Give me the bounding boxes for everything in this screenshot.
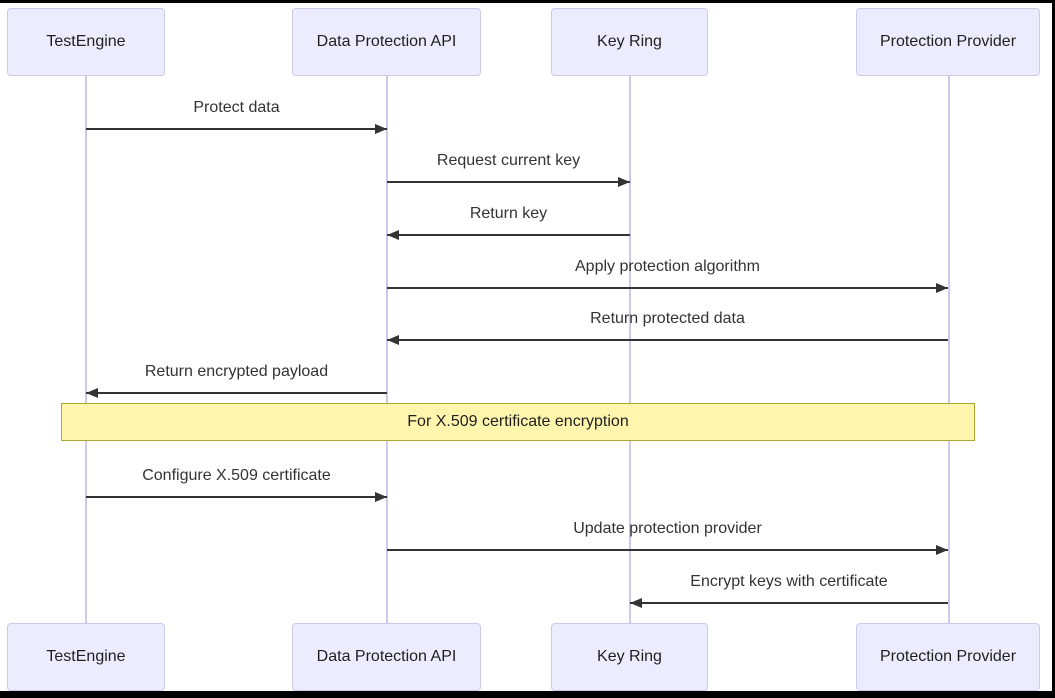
actor-top-protection-provider: Protection Provider — [856, 8, 1040, 76]
actor-bottom-data-protection-api: Data Protection API — [292, 623, 481, 691]
message-label: Return encrypted payload — [144, 363, 329, 380]
message-label: Request current key — [436, 152, 581, 169]
message-label: Configure X.509 certificate — [142, 467, 331, 484]
message-line — [387, 549, 948, 551]
actor-top-testengine: TestEngine — [7, 8, 165, 76]
message-label: Return protected data — [590, 310, 745, 327]
message-line — [387, 339, 948, 341]
lifeline-key-ring — [629, 76, 631, 623]
screen-border-right — [1052, 0, 1055, 698]
message-label: Return key — [469, 205, 548, 222]
note-x509-certificate-encryption: For X.509 certificate encryption — [61, 403, 975, 441]
message-line — [86, 128, 387, 130]
message-line — [86, 496, 387, 498]
message-label: Update protection provider — [573, 520, 762, 537]
arrowhead-left-icon — [86, 388, 98, 398]
arrowhead-right-icon — [936, 545, 948, 555]
lifeline-protection-provider — [948, 76, 950, 623]
actor-bottom-key-ring: Key Ring — [551, 623, 708, 691]
arrowhead-right-icon — [618, 177, 630, 187]
actor-bottom-testengine: TestEngine — [7, 623, 165, 691]
message-label: Encrypt keys with certificate — [690, 573, 888, 590]
lifeline-data-protection-api — [386, 76, 388, 623]
arrowhead-right-icon — [936, 283, 948, 293]
arrowhead-left-icon — [387, 230, 399, 240]
lifeline-testengine — [85, 76, 87, 623]
message-line — [387, 234, 630, 236]
message-line — [630, 602, 948, 604]
arrowhead-left-icon — [630, 598, 642, 608]
message-line — [86, 392, 387, 394]
message-line — [387, 287, 948, 289]
arrowhead-right-icon — [375, 124, 387, 134]
arrowhead-right-icon — [375, 492, 387, 502]
actor-top-key-ring: Key Ring — [551, 8, 708, 76]
message-label: Apply protection algorithm — [575, 258, 760, 275]
arrowhead-left-icon — [387, 335, 399, 345]
screen-border-bottom — [0, 691, 1055, 698]
actor-bottom-protection-provider: Protection Provider — [856, 623, 1040, 691]
message-line — [387, 181, 630, 183]
actor-top-data-protection-api: Data Protection API — [292, 8, 481, 76]
message-label: Protect data — [193, 99, 280, 116]
screen-border-top — [0, 0, 1055, 3]
